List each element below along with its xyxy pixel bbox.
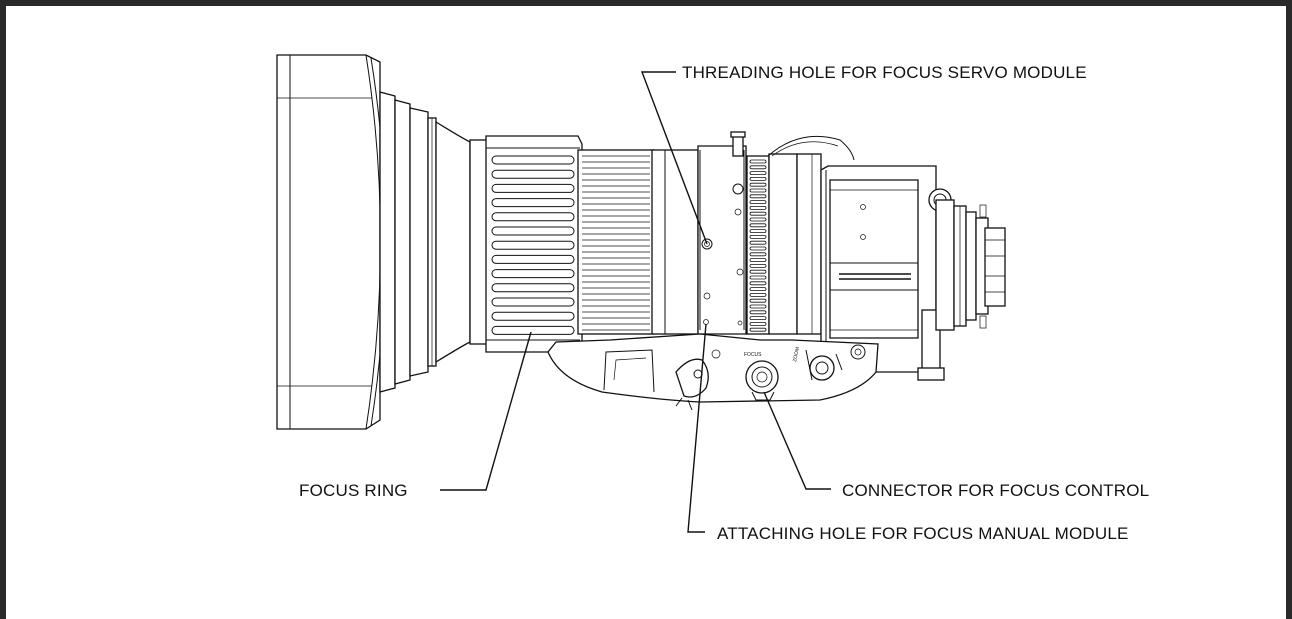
gear-tooth bbox=[749, 200, 767, 205]
grip-bar bbox=[491, 198, 575, 208]
leader-connector bbox=[763, 391, 831, 490]
rear-housing bbox=[820, 165, 952, 381]
gear-tooth bbox=[749, 194, 767, 199]
grip-bar bbox=[491, 183, 575, 193]
gear-tooth bbox=[749, 159, 767, 164]
gear-tooth bbox=[749, 304, 767, 309]
leader-lines bbox=[440, 71, 831, 533]
gear-tooth bbox=[749, 292, 767, 297]
gear-tooth bbox=[749, 252, 767, 257]
grip-bar bbox=[491, 155, 575, 165]
grip-bar bbox=[491, 311, 575, 321]
gear-tooth bbox=[749, 176, 767, 181]
label-connector: CONNECTOR FOR FOCUS CONTROL bbox=[842, 481, 1149, 500]
gear-tooth bbox=[749, 188, 767, 193]
label-focus-ring: FOCUS RING bbox=[299, 481, 408, 500]
focus-connector bbox=[745, 360, 779, 394]
grip-bar bbox=[491, 226, 575, 236]
grip-bar bbox=[491, 269, 575, 279]
gear-tooth bbox=[749, 269, 767, 274]
gear-tooth bbox=[749, 310, 767, 315]
grip-bar bbox=[491, 212, 575, 222]
grip-bar bbox=[491, 169, 575, 179]
zoom-ring bbox=[577, 149, 699, 335]
drive-unit: FOCUS ZOOM bbox=[547, 333, 879, 411]
lens-hood bbox=[276, 54, 386, 430]
label-threading-hole: THREADING HOLE FOR FOCUS SERVO MODULE bbox=[682, 63, 1087, 82]
gear-tooth bbox=[749, 165, 767, 170]
gear-tooth bbox=[749, 281, 767, 286]
gear-tooth bbox=[749, 211, 767, 216]
gear-tooth bbox=[749, 229, 767, 234]
gear-tooth bbox=[749, 246, 767, 251]
gear-tooth bbox=[749, 298, 767, 303]
label-attaching-hole: ATTACHING HOLE FOR FOCUS MANUAL MODULE bbox=[717, 524, 1129, 543]
gear-tooth bbox=[749, 321, 767, 326]
gear-tooth bbox=[749, 205, 767, 210]
grip-bar bbox=[491, 240, 575, 250]
gear-tooth bbox=[749, 223, 767, 228]
gear-tooth bbox=[749, 275, 767, 280]
gear-tooth bbox=[749, 327, 767, 332]
leader-focus-ring bbox=[440, 331, 532, 491]
grip-bar bbox=[491, 297, 575, 307]
gear-tooth bbox=[749, 240, 767, 245]
gear-tooth bbox=[749, 234, 767, 239]
lens-mount bbox=[935, 199, 1006, 331]
grip-bar bbox=[491, 254, 575, 264]
middle-barrel bbox=[697, 131, 855, 335]
leader-threading-hole bbox=[640, 71, 708, 245]
gear-tooth bbox=[749, 316, 767, 321]
grip-bar bbox=[491, 325, 575, 335]
gear-tooth bbox=[749, 258, 767, 263]
focus-ring bbox=[485, 135, 583, 353]
gear-tooth bbox=[749, 263, 767, 268]
gear-tooth bbox=[749, 171, 767, 176]
front-barrel bbox=[379, 91, 489, 393]
gear-tooth bbox=[749, 287, 767, 292]
zoom-engraving: ZOOM bbox=[792, 346, 801, 362]
grip-bar bbox=[491, 283, 575, 293]
threading-hole-icon bbox=[701, 238, 713, 250]
focus-engraving: FOCUS bbox=[744, 352, 762, 358]
gear-tooth bbox=[749, 217, 767, 222]
leader-attaching-hole bbox=[687, 323, 707, 533]
gear-tooth bbox=[749, 182, 767, 187]
